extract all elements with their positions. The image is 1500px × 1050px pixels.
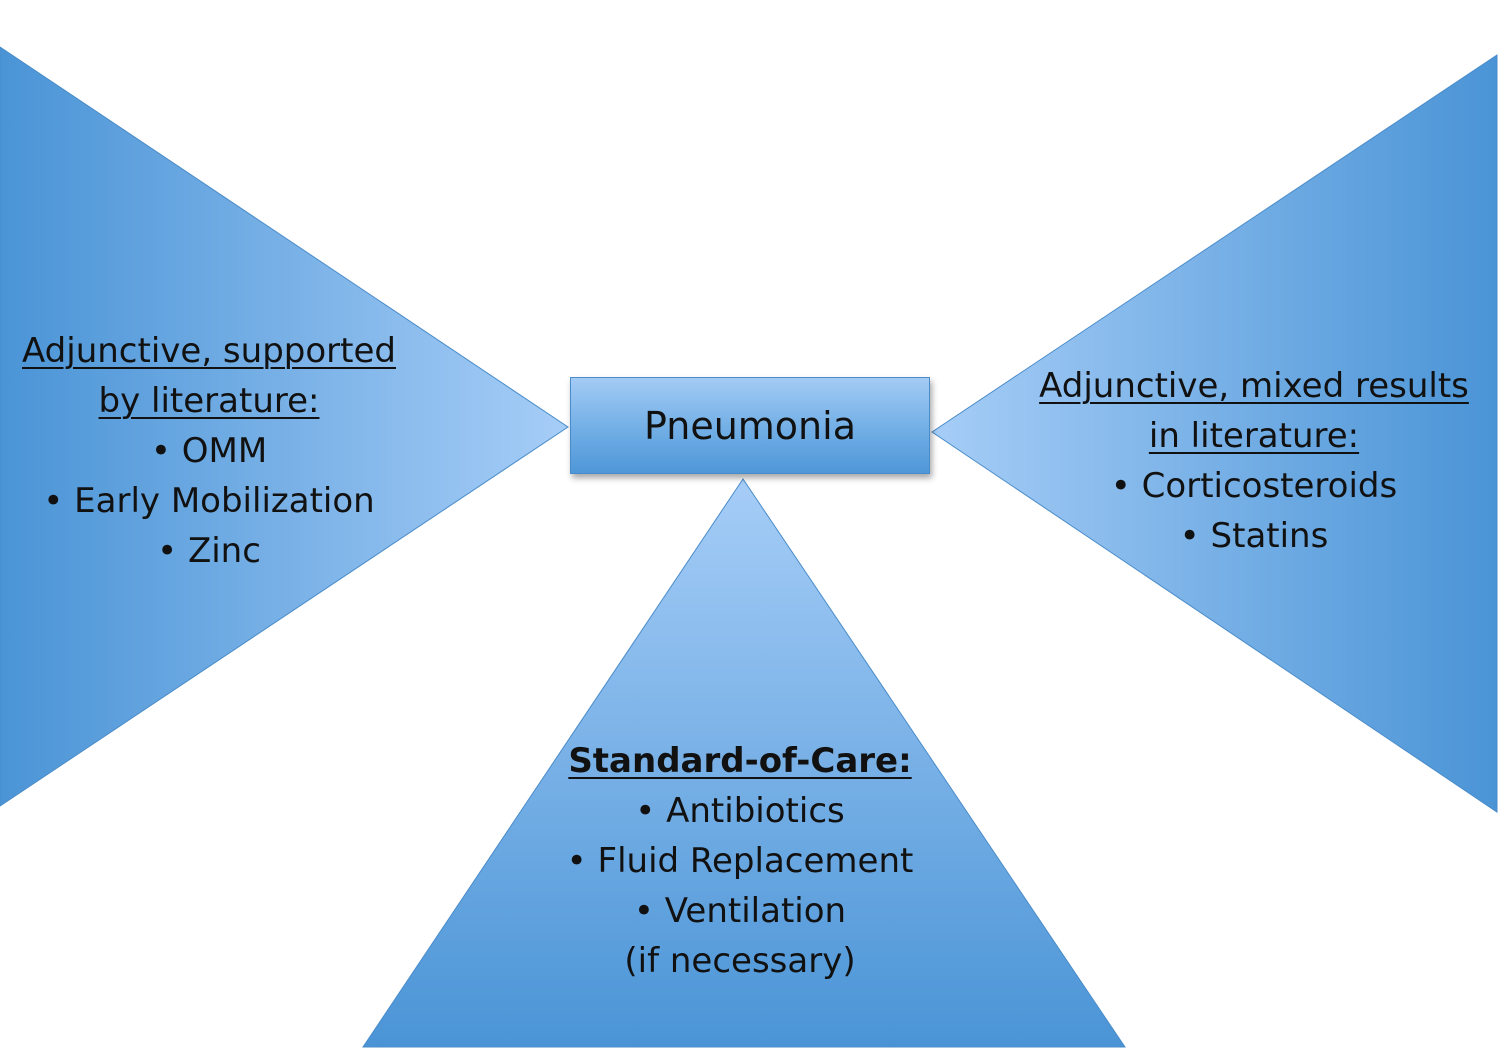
bottom-panel-text: Standard-of-Care: Antibiotics Fluid Repl… [520, 736, 960, 986]
right-panel-text: Adjunctive, mixed results in literature:… [1018, 361, 1490, 561]
left-item-omm: OMM [0, 426, 418, 476]
right-heading-line-2: in literature: [1148, 416, 1360, 456]
bottom-heading: Standard-of-Care: [568, 741, 912, 781]
left-panel-text: Adjunctive, supported by literature: OMM… [0, 326, 418, 576]
bottom-item-antibiotics: Antibiotics [520, 786, 960, 836]
left-item-zinc: Zinc [0, 526, 418, 576]
left-item-early-mobilization: Early Mobilization [0, 476, 418, 526]
left-heading-line-2: by literature: [98, 381, 320, 421]
right-heading-line-1: Adjunctive, mixed results [1039, 366, 1469, 406]
bottom-note: (if necessary) [624, 941, 856, 981]
right-triangle [931, 54, 1498, 813]
right-item-corticosteroids: Corticosteroids [1018, 461, 1490, 511]
left-heading-line-1: Adjunctive, supported [22, 331, 396, 371]
right-item-statins: Statins [1018, 511, 1490, 561]
center-label: Pneumonia [644, 403, 856, 448]
bottom-item-fluid-replacement: Fluid Replacement [520, 836, 960, 886]
center-box: Pneumonia [570, 377, 930, 474]
bottom-item-ventilation: Ventilation [520, 886, 960, 936]
